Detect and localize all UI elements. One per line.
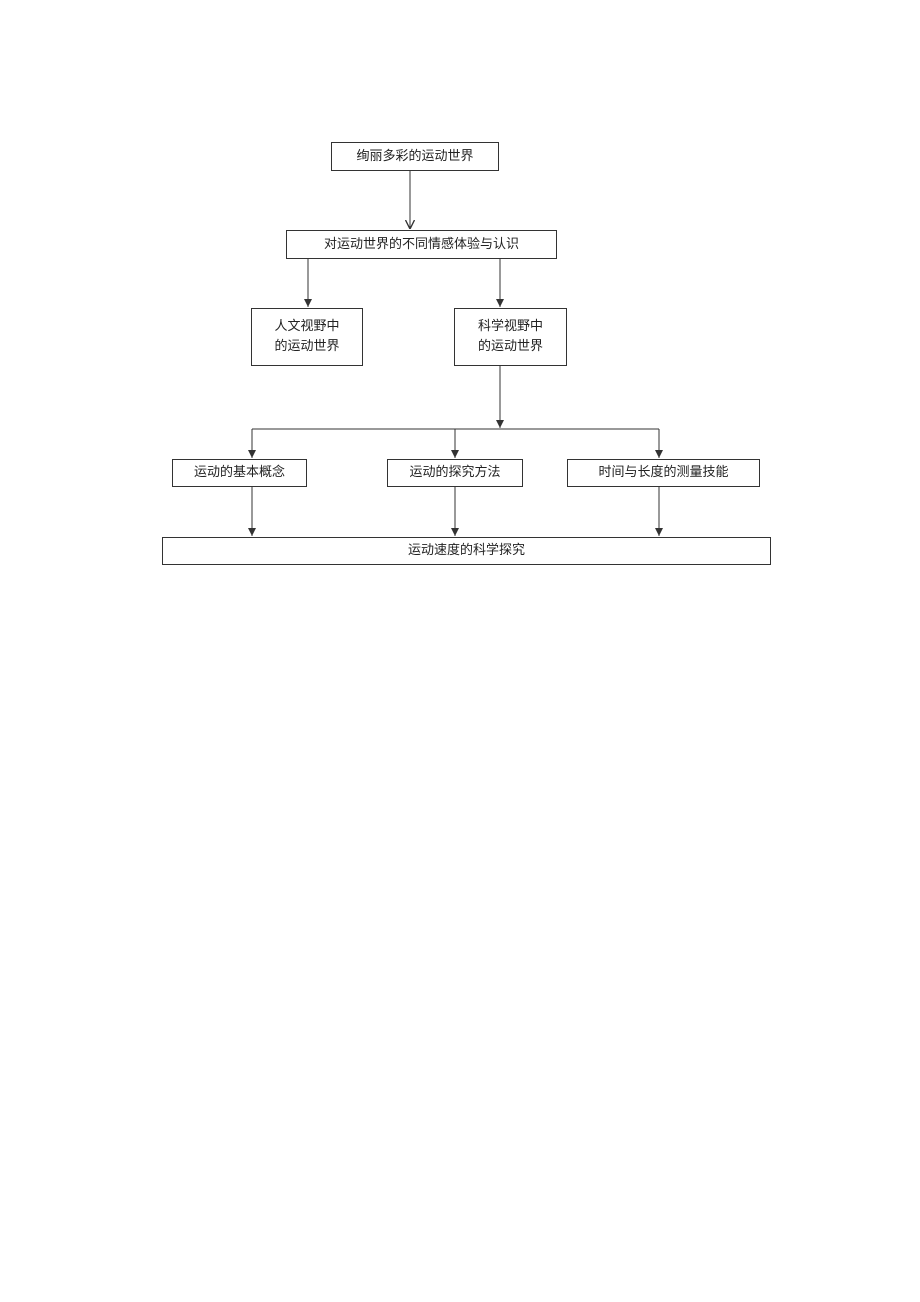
node-colorful-motion-world: 绚丽多彩的运动世界 — [331, 142, 499, 171]
node-label: 运动的探究方法 — [409, 465, 501, 480]
node-label: 运动的基本概念 — [193, 465, 285, 480]
node-label: 对运动世界的不同情感体验与认识 — [323, 236, 519, 252]
node-basic-concepts: 运动的基本概念 — [172, 459, 307, 487]
node-label: 时间与长度的测量技能 — [598, 465, 729, 480]
node-label-line1: 科学视野中 — [477, 319, 543, 334]
node-label-line2: 的运动世界 — [477, 339, 543, 354]
node-inquiry-methods: 运动的探究方法 — [387, 459, 523, 487]
node-label-line1: 人文视野中 — [274, 319, 340, 334]
node-humanities-view: 人文视野中 的运动世界 — [251, 308, 363, 366]
node-science-view: 科学视野中 的运动世界 — [454, 308, 567, 366]
node-emotional-experience: 对运动世界的不同情感体验与认识 — [286, 230, 557, 259]
node-label: 运动速度的科学探究 — [407, 543, 525, 558]
node-speed-inquiry: 运动速度的科学探究 — [162, 537, 771, 565]
node-label-line2: 的运动世界 — [274, 339, 340, 354]
node-label: 绚丽多彩的运动世界 — [356, 148, 474, 164]
node-measurement-skills: 时间与长度的测量技能 — [567, 459, 760, 487]
